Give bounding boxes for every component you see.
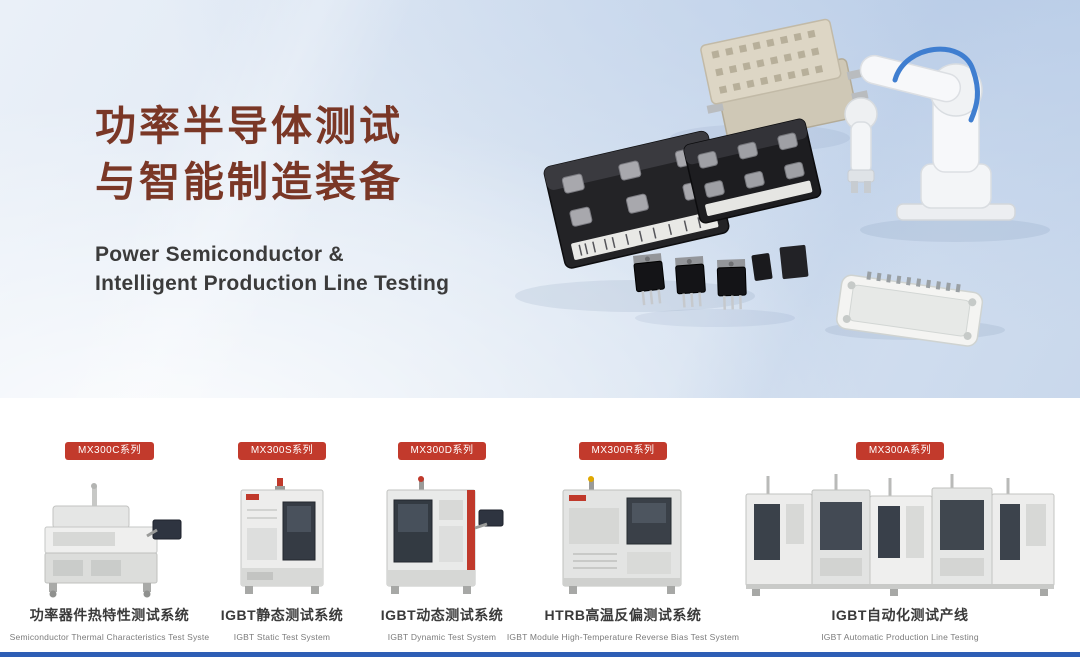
hero-subtitle: Power Semiconductor & Intelligent Produc…: [95, 240, 449, 298]
product-card-mx300d[interactable]: MX300D系列 IGBT动态测试系统 IGBT Dynamic Test Sy…: [362, 442, 522, 642]
product-name-zh: HTRB高温反偏测试系统: [544, 607, 702, 623]
product-name-zh: IGBT动态测试系统: [380, 607, 504, 623]
product-name-zh: 功率器件热特性测试系统: [29, 607, 190, 623]
static-test-machine-svg: [240, 478, 324, 594]
product-badge: MX300D系列: [397, 442, 487, 460]
transistors-illustration: [633, 253, 747, 310]
product-card-mx300s[interactable]: MX300S系列 IGBT静态测试系统 IGBT Static Test Sys…: [202, 442, 362, 642]
hero-subtitle-line1: Power Semiconductor &: [95, 243, 345, 266]
product-name-en: IGBT Static Test System: [233, 632, 331, 642]
bottom-accent-bar: [0, 652, 1080, 657]
igbt-module-large-illustration: [543, 130, 730, 269]
machine-image-thermal-test: [35, 466, 185, 598]
product-name-en: IGBT Automatic Production Line Testing: [821, 632, 979, 642]
hero-title: 功率半导体测试 与智能制造装备: [95, 98, 449, 210]
igbt-module-medium-illustration: [683, 118, 822, 224]
product-card-mx300c[interactable]: MX300C系列 功率器件热特性测试系统 Semiconductor Therm…: [10, 442, 209, 642]
product-badge: MX300A系列: [855, 442, 945, 460]
machine-image-htrb-test: [553, 466, 693, 598]
thermal-test-machine-svg: [44, 483, 181, 598]
machine-image-production-line: [740, 466, 1060, 598]
small-chips-illustration: [751, 244, 809, 281]
dynamic-test-machine-svg: [386, 476, 504, 594]
hero-title-line2: 与智能制造装备: [95, 159, 403, 205]
robot-arm-illustration: [844, 46, 1016, 221]
product-badge: MX300S系列: [237, 442, 327, 460]
htrb-test-machine-svg: [562, 476, 682, 594]
hero-subtitle-line2: Intelligent Production Line Testing: [95, 272, 450, 295]
hero-text-block: 功率半导体测试 与智能制造装备 Power Semiconductor & In…: [95, 98, 449, 298]
hero-banner: 功率半导体测试 与智能制造装备 Power Semiconductor & In…: [0, 0, 1080, 460]
machine-image-static-test: [227, 466, 337, 598]
product-card-mx300a[interactable]: MX300A系列: [735, 442, 1065, 642]
product-name-en: IGBT Module High-Temperature Reverse Bia…: [506, 632, 740, 642]
product-badge: MX300R系列: [578, 442, 668, 460]
white-module-illustration: [836, 271, 984, 347]
hero-illustration-svg: [515, 18, 1050, 347]
product-badge: MX300C系列: [65, 442, 154, 460]
hero-illustration: [505, 18, 1070, 353]
machine-image-dynamic-test: [377, 466, 507, 598]
product-name-en: Semiconductor Thermal Characteristics Te…: [9, 632, 210, 642]
hero-title-line1: 功率半导体测试: [95, 103, 403, 149]
product-name-zh: IGBT自动化测试产线: [831, 607, 969, 623]
product-name-zh: IGBT静态测试系统: [220, 607, 344, 623]
product-name-en: IGBT Dynamic Test System: [387, 632, 497, 642]
product-card-mx300r[interactable]: MX300R系列 HTRB高温反偏测试系统 IGBT Module High-T…: [507, 442, 739, 642]
production-line-machine-svg: [745, 474, 1055, 596]
products-section: MX300C系列 功率器件热特性测试系统 Semiconductor Therm…: [0, 398, 1080, 651]
